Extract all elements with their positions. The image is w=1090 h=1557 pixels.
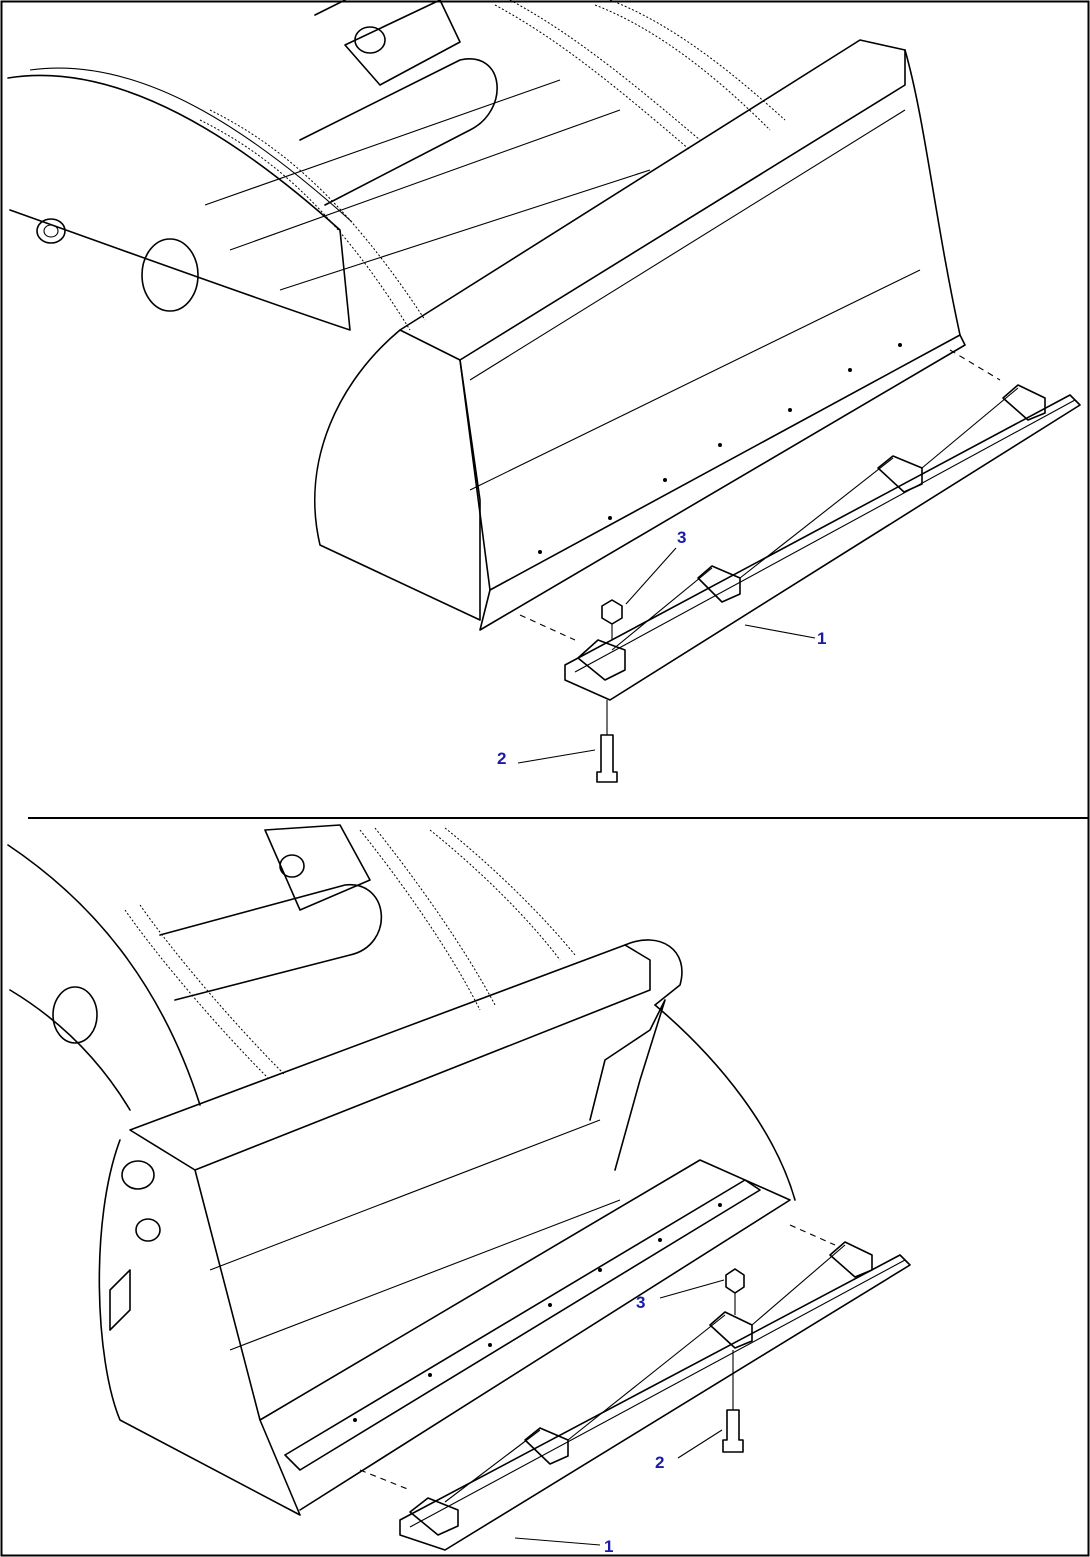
- upper-edge-clamp-3: [877, 455, 923, 493]
- lower-bucket-side-right: [654, 1004, 796, 1201]
- upper-leader-2: [517, 749, 596, 764]
- lower-boom-arm-left: [7, 844, 201, 1111]
- upper-leader-1: [744, 624, 816, 639]
- lower-edge-clamp-3: [709, 1311, 753, 1349]
- lower-leader-2: [677, 1429, 723, 1459]
- lower-nut: [725, 1268, 745, 1294]
- lower-edge-clamp-4: [829, 1241, 873, 1278]
- lower-callout-3: 3: [636, 1293, 645, 1312]
- upper-bolt: [596, 734, 618, 783]
- lower-edge-clamp-1: [409, 1497, 459, 1536]
- lower-callout-2: 2: [655, 1453, 664, 1472]
- upper-callout-1: 1: [817, 629, 826, 648]
- lower-bucket-top-bar: [129, 944, 651, 1171]
- lower-leader-3: [659, 1279, 725, 1299]
- upper-bolt-on-edge: [564, 394, 1081, 701]
- lower-cylinder-boss: [52, 986, 98, 1044]
- upper-bucket-back: [399, 39, 906, 361]
- upper-callout-2: 2: [497, 749, 506, 768]
- upper-cross-tube: [299, 58, 498, 206]
- upper-edge-clamp-1: [577, 639, 626, 681]
- lower-leader-1: [514, 1537, 601, 1546]
- upper-cylinder-boss: [141, 238, 199, 312]
- lower-cutting-edge: [284, 1179, 761, 1471]
- upper-pivot-pin-left: [36, 218, 66, 244]
- lower-link-hatched-2: [359, 827, 496, 1011]
- lower-bucket-pin-1: [121, 1160, 155, 1190]
- upper-link-hatched-1: [199, 109, 426, 331]
- lower-bucket-pin-2: [135, 1218, 161, 1242]
- lower-pivot-pin-top: [279, 854, 305, 878]
- lower-callout-1: 1: [604, 1537, 613, 1556]
- lower-edge-clamp-2: [524, 1427, 569, 1465]
- upper-nut: [601, 599, 623, 625]
- upper-view: 3 1 2: [7, 0, 1081, 783]
- lower-bucket-floor: [259, 1159, 791, 1511]
- upper-leader-3: [625, 547, 677, 605]
- upper-link-hatched-2: [494, 0, 701, 151]
- upper-cutting-edge: [479, 334, 966, 631]
- upper-bucket-side-left: [314, 329, 481, 621]
- upper-boom-arm-left: [7, 74, 351, 331]
- upper-bucket-side-right: [904, 49, 961, 336]
- upper-callout-3: 3: [677, 528, 686, 547]
- lower-view: 3 2 1: [7, 824, 911, 1556]
- lower-bucket-hinge-right: [624, 939, 683, 1006]
- lower-bolt-on-edge: [399, 1254, 911, 1551]
- lower-bolt: [722, 1409, 744, 1453]
- lower-cross-tube: [159, 884, 383, 1001]
- lower-bucket-side-left: [98, 1139, 301, 1516]
- lower-link-hatched-1: [124, 904, 286, 1081]
- upper-edge-clamp-4: [1002, 384, 1046, 421]
- upper-edge-clamp-2: [697, 565, 741, 603]
- lower-bucket-back-wall: [209, 1119, 621, 1351]
- upper-pivot-pin-top: [354, 26, 386, 54]
